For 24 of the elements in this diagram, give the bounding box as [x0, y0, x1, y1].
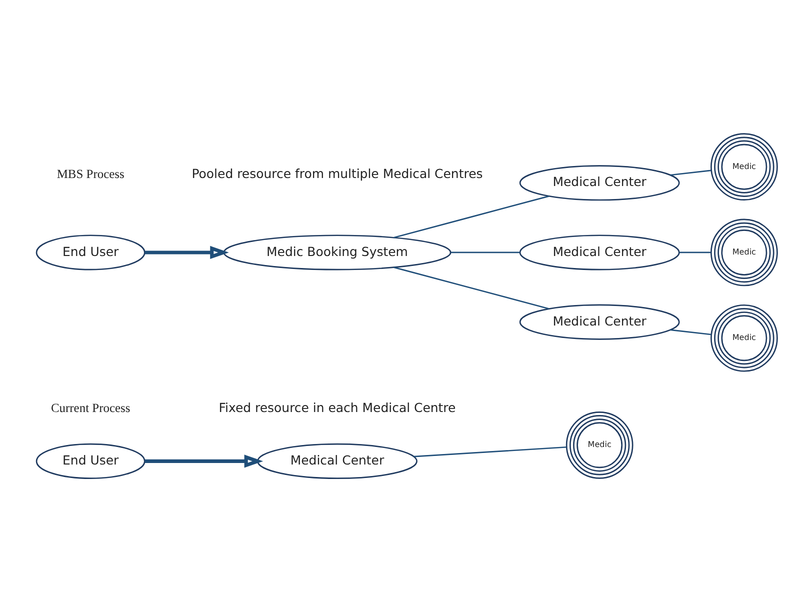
- connector: [670, 170, 712, 176]
- node-ellipse: Medical Center: [257, 443, 418, 479]
- label: Fixed resource in each Medical Centre: [218, 400, 456, 415]
- connector: [679, 252, 711, 254]
- node-ellipse: Medical Center: [519, 165, 680, 201]
- node-ellipse: Medic Booking System: [223, 234, 452, 270]
- label: Current Process: [50, 400, 130, 415]
- node-ellipse: End User: [36, 443, 146, 479]
- node-circle: Medic: [710, 304, 778, 372]
- connector: [450, 252, 520, 254]
- node-ellipse: Medical Center: [519, 234, 680, 270]
- connector: [394, 266, 550, 310]
- connector: [414, 446, 566, 458]
- node-circle: Medic: [710, 218, 778, 286]
- label: Pooled resource from multiple Medical Centres: [192, 166, 483, 182]
- connector: [394, 196, 550, 238]
- label: MBS Process: [56, 167, 124, 182]
- node-circle: Medic: [566, 411, 634, 479]
- node-ellipse: End User: [36, 234, 146, 270]
- arrow: [144, 454, 264, 468]
- node-ellipse: Medical Center: [519, 304, 680, 340]
- arrow: [144, 246, 229, 260]
- node-circle: Medic: [710, 133, 778, 201]
- connector: [670, 329, 712, 336]
